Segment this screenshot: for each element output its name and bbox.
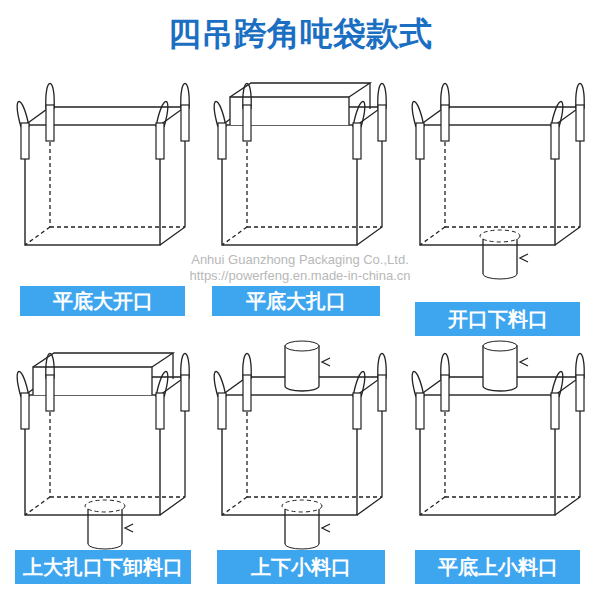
hidden-edge	[420, 497, 445, 515]
bottom-spout	[516, 239, 517, 274]
bag-front	[25, 125, 160, 245]
band-label: 平底上小料口	[438, 554, 558, 581]
loop-strap	[353, 123, 361, 159]
bulk-bag	[214, 341, 386, 549]
bulk-bag	[412, 341, 584, 515]
bottom-spout	[483, 274, 517, 279]
hidden-edge	[222, 497, 247, 515]
bulk-bag	[412, 84, 584, 280]
bottom-spout	[87, 509, 88, 544]
top-skirt	[369, 83, 370, 109]
loop-strap	[243, 375, 251, 411]
loop-strap	[218, 123, 226, 159]
loop-strap	[576, 105, 584, 141]
bottom-spout	[285, 544, 319, 549]
spout-opening	[480, 230, 520, 242]
bottom-spout	[88, 544, 122, 549]
tie-mark	[125, 524, 133, 532]
hidden-edge	[50, 496, 185, 497]
bag-front	[222, 395, 357, 515]
tie-mark	[322, 358, 330, 366]
loop-strap	[378, 375, 386, 411]
loop-strap	[181, 375, 189, 411]
bulk-bag	[17, 353, 189, 549]
label-band: 上大扎口下卸料口	[15, 550, 191, 584]
spout-opening	[282, 500, 322, 512]
title: 四吊跨角吨袋款式	[0, 12, 600, 57]
loop-strap	[46, 105, 54, 141]
loop-strap	[416, 123, 424, 159]
bulk-bag	[17, 84, 189, 246]
bottom-spout	[284, 509, 285, 544]
loop-strap	[441, 105, 449, 141]
hidden-edge	[445, 226, 580, 227]
hidden-edge	[247, 496, 382, 497]
hidden-edge	[25, 227, 50, 245]
band-label: 平底大开口	[53, 288, 153, 315]
loop-strap	[378, 105, 386, 141]
top-skirt	[172, 353, 173, 379]
bottom-spout	[121, 509, 122, 544]
bag-front	[222, 125, 357, 245]
band-label: 开口下料口	[448, 306, 548, 333]
loop-strap	[353, 393, 361, 429]
loop-strap	[218, 393, 226, 429]
top-spout	[285, 346, 319, 391]
loop-strap	[156, 123, 164, 159]
loop-strap	[243, 105, 251, 141]
band-label: 上大扎口下卸料口	[23, 554, 183, 581]
hidden-edge	[247, 226, 382, 227]
label-band: 平底上小料口	[415, 550, 580, 584]
hidden-edge	[50, 226, 185, 227]
hidden-edge	[25, 497, 50, 515]
hidden-edge	[445, 496, 580, 497]
tie-mark	[322, 524, 330, 532]
watermark: https://powerfeng.en.made-in-china.cn	[0, 268, 600, 283]
bottom-spout	[482, 239, 483, 274]
bag-front	[420, 125, 555, 245]
band-label: 上下小料口	[251, 554, 351, 581]
label-band: 平底大扎口	[212, 286, 380, 316]
loop-strap	[551, 123, 559, 159]
top-spout	[483, 346, 517, 391]
spout-opening	[85, 500, 125, 512]
loop-strap	[416, 393, 424, 429]
loop-strap	[46, 375, 54, 411]
loop-strap	[21, 393, 29, 429]
label-band: 开口下料口	[415, 302, 580, 336]
bottom-spout	[318, 509, 319, 544]
bag-front	[25, 395, 160, 515]
bag-front	[420, 395, 555, 515]
watermark: Anhui Guanzhong Packaging Co.,Ltd.	[0, 252, 600, 267]
top-spout	[483, 341, 517, 351]
label-band: 上下小料口	[217, 550, 385, 584]
top-spout	[285, 341, 319, 351]
tie-mark	[520, 254, 528, 262]
loop-strap	[551, 393, 559, 429]
loop-strap	[441, 375, 449, 411]
band-label: 平底大扎口	[246, 288, 346, 315]
loop-strap	[156, 393, 164, 429]
hidden-edge	[222, 227, 247, 245]
tie-mark	[520, 358, 528, 366]
hidden-edge	[420, 227, 445, 245]
loop-strap	[21, 123, 29, 159]
loop-strap	[576, 375, 584, 411]
label-band: 平底大开口	[20, 286, 185, 316]
loop-strap	[181, 105, 189, 141]
bulk-bag	[214, 83, 386, 245]
